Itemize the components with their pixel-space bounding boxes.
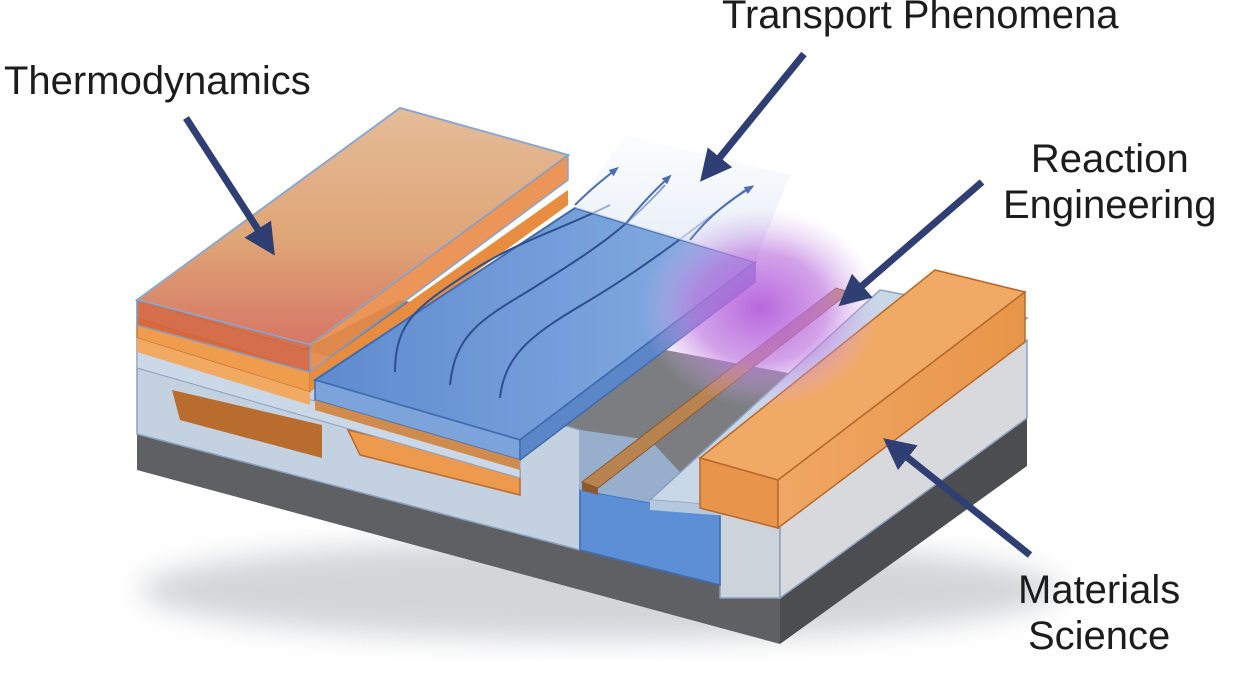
materials-science-line2: Science [1027, 614, 1171, 658]
right-orange-bar [698, 269, 1027, 530]
transport-arrow [700, 51, 807, 182]
materials-arrow [883, 438, 1033, 558]
materials-science-label: Materials Science [1018, 567, 1180, 659]
materials-science-line1: Materials [1018, 568, 1181, 612]
thermodynamics-text: Thermodynamics [4, 59, 311, 103]
reaction-arrow [838, 179, 985, 307]
left-stack [134, 106, 571, 496]
reaction-engineering-label: Reaction Engineering [1003, 136, 1217, 228]
transport-phenomena-label: Transport Phenomena [722, 0, 1119, 38]
reaction-engineering-line1: Reaction [1030, 137, 1189, 181]
pointer-arrows [183, 51, 1033, 558]
reaction-engineering-line2: Engineering [1003, 183, 1217, 227]
thermodynamics-label: Thermodynamics [4, 58, 311, 104]
reaction-glow [640, 208, 880, 408]
thermodynamics-arrow [183, 116, 275, 256]
transport-phenomena-text: Transport Phenomena [722, 0, 1119, 37]
